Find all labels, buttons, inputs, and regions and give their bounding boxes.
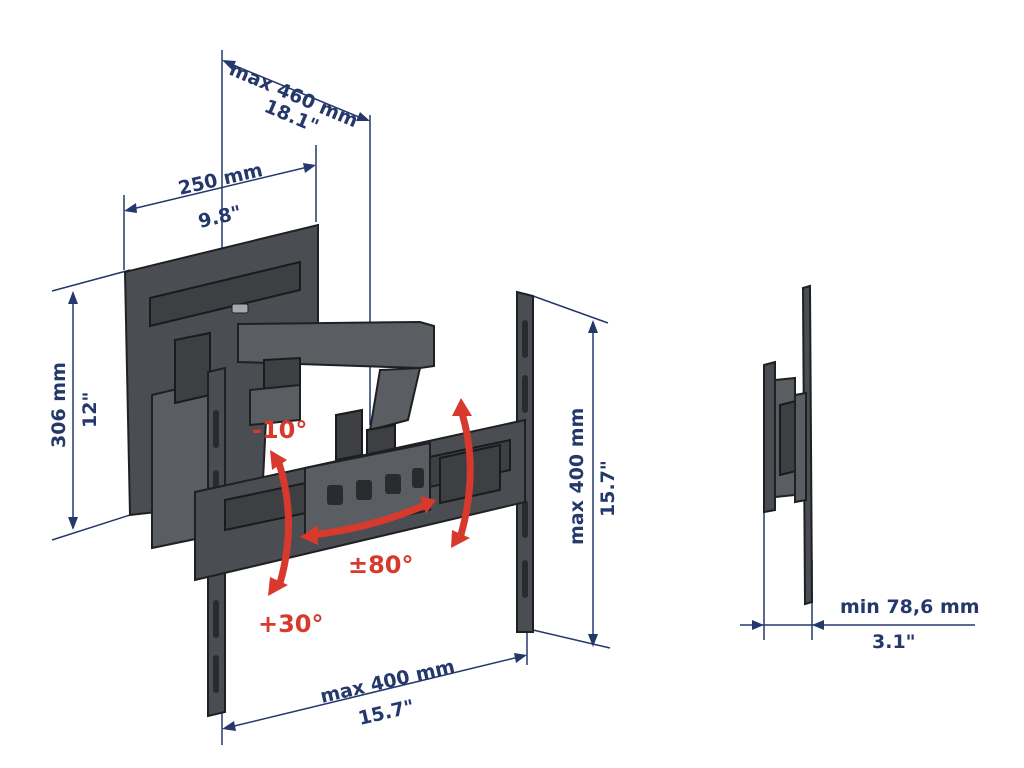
wall-plate-width-mm-label: 250 mm: [176, 159, 265, 200]
tilt-arrow-left: [274, 456, 292, 587]
logo-badge: [231, 303, 249, 314]
swivel-arrow: [308, 501, 429, 539]
tilt-up-angle-label: -10°: [252, 416, 307, 444]
wall-mount-side-view: [763, 284, 814, 606]
upper-arm: [237, 320, 435, 370]
wall-plate-height-in-label: 12": [79, 392, 101, 428]
wall-plate-width-in-label: 9.8": [196, 202, 243, 233]
tilt-down-angle-label: +30°: [258, 610, 324, 638]
swivel-angle-label: ±80°: [348, 551, 414, 579]
dimension-lines: [51, 50, 975, 745]
vesa-height-mm-label: max 400 mm: [566, 408, 588, 545]
vesa-height-in-label: 15.7": [597, 460, 619, 517]
side-wall-plate: [763, 360, 776, 514]
min-depth-mm-label: min 78,6 mm: [840, 596, 980, 618]
rotation-arrows: [268, 398, 474, 596]
tilt-arrow-right: [456, 406, 474, 542]
vesa-width-in-label: 15.7": [356, 696, 416, 730]
wall-plate-height-mm-label: 306 mm: [48, 362, 70, 448]
min-depth-in-label: 3.1": [872, 631, 916, 653]
wall-mount-front-view: [123, 223, 534, 718]
vesa-width-mm-label: max 400 mm: [318, 656, 457, 708]
